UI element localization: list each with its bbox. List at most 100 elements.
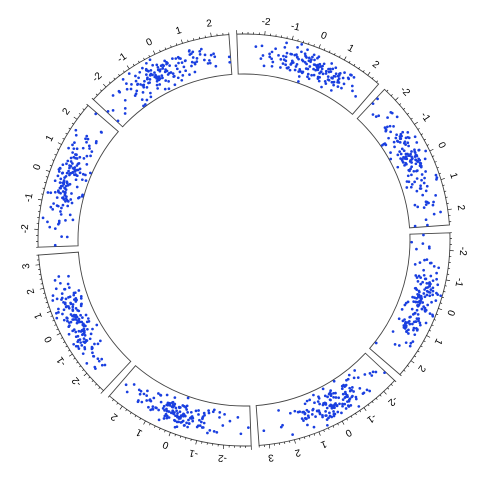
- data-point: [414, 300, 418, 304]
- data-point: [329, 89, 333, 92]
- data-point: [79, 341, 83, 344]
- data-point: [175, 409, 178, 413]
- data-point: [173, 83, 177, 87]
- data-point: [208, 429, 212, 432]
- minor-tick: [82, 108, 85, 111]
- data-point: [83, 345, 86, 349]
- data-point: [49, 191, 53, 195]
- data-point: [432, 200, 435, 204]
- minor-tick: [355, 413, 357, 416]
- data-point: [78, 171, 82, 175]
- data-point: [177, 420, 180, 424]
- data-point: [71, 166, 75, 170]
- data-point: [362, 391, 366, 395]
- sector-4-tick-label: 1: [319, 438, 329, 450]
- data-point: [320, 85, 323, 89]
- data-point: [391, 330, 395, 333]
- data-point: [182, 412, 185, 416]
- minor-tick: [143, 57, 145, 60]
- data-point: [307, 77, 311, 81]
- minor-tick: [436, 166, 439, 169]
- data-point: [145, 394, 149, 398]
- data-point: [148, 73, 152, 77]
- major-tick: [341, 420, 345, 425]
- data-point: [116, 119, 120, 123]
- data-point: [157, 75, 161, 78]
- data-point: [424, 203, 428, 206]
- major-tick: [410, 360, 415, 364]
- data-point: [208, 61, 212, 65]
- major-tick: [56, 333, 61, 336]
- major-tick: [37, 199, 42, 201]
- data-point: [87, 320, 91, 323]
- data-point: [187, 422, 191, 425]
- data-point: [330, 415, 333, 419]
- data-point: [82, 327, 86, 330]
- data-point: [69, 156, 73, 160]
- data-point: [212, 52, 215, 56]
- data-point: [173, 419, 177, 423]
- data-point: [175, 67, 179, 71]
- data-point: [171, 57, 174, 61]
- minor-tick: [376, 80, 378, 83]
- data-point: [402, 149, 406, 153]
- data-point: [61, 163, 65, 167]
- data-point: [64, 219, 67, 222]
- sector-7-tick-label: 2: [61, 106, 73, 117]
- data-point: [66, 200, 70, 203]
- data-point: [184, 59, 187, 62]
- data-point: [284, 59, 288, 63]
- data-point: [270, 64, 274, 68]
- data-point: [55, 316, 59, 320]
- data-point: [422, 206, 426, 209]
- data-point: [439, 210, 442, 214]
- sector-6-tick-label: 3: [21, 262, 33, 269]
- data-point: [111, 108, 115, 112]
- data-point: [262, 64, 266, 68]
- minor-tick: [164, 430, 166, 433]
- data-point: [55, 311, 58, 315]
- data-point: [171, 72, 175, 75]
- data-point: [75, 147, 79, 151]
- data-point: [82, 337, 86, 340]
- data-point: [308, 65, 312, 68]
- data-point: [300, 417, 304, 420]
- sector-3-tick-label: 2: [415, 363, 427, 374]
- minor-tick: [98, 387, 101, 389]
- data-point: [404, 161, 408, 165]
- data-point: [56, 204, 60, 208]
- data-point: [318, 75, 321, 79]
- data-point: [197, 409, 200, 412]
- data-point: [424, 189, 428, 193]
- data-point: [71, 305, 75, 309]
- data-point: [167, 71, 171, 75]
- data-point: [341, 402, 344, 406]
- data-point: [77, 347, 81, 351]
- minor-tick: [44, 182, 47, 184]
- data-point: [357, 405, 361, 408]
- data-point: [423, 295, 427, 299]
- data-point: [91, 327, 94, 331]
- sector-2-tick-label: 2: [455, 204, 467, 212]
- data-point: [221, 424, 225, 427]
- data-point: [191, 416, 195, 420]
- data-point: [67, 286, 71, 289]
- data-point: [188, 416, 192, 420]
- data-point: [125, 390, 129, 394]
- minor-tick: [138, 60, 140, 63]
- data-point: [307, 56, 311, 60]
- data-point: [174, 414, 177, 418]
- data-point: [330, 62, 334, 65]
- data-point: [324, 69, 328, 73]
- data-point: [186, 425, 189, 429]
- data-point: [403, 303, 407, 307]
- data-point: [392, 140, 396, 144]
- data-point: [56, 174, 60, 178]
- data-point: [310, 73, 313, 77]
- data-point: [348, 397, 352, 401]
- data-point: [83, 329, 86, 333]
- minor-tick: [367, 404, 370, 407]
- data-point: [413, 296, 416, 299]
- data-point: [186, 411, 189, 414]
- data-point: [283, 46, 287, 49]
